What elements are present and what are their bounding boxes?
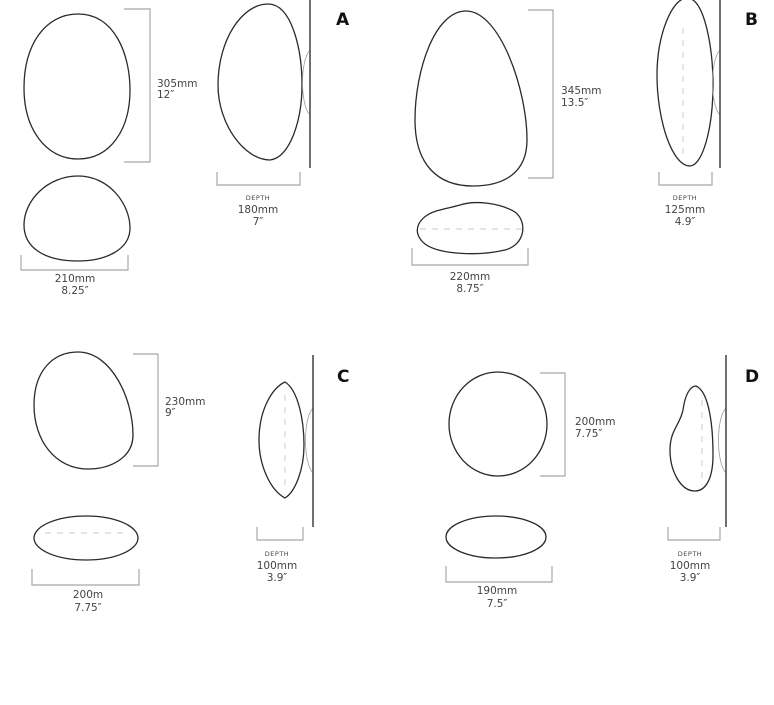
width-mm-d: 190mm	[477, 585, 518, 597]
height-mm-d: 200mm	[575, 416, 616, 428]
mount-outline-a	[302, 49, 311, 116]
variant-c: 230mm 9″ DEPTH 100mm 3.9″ 200m 7.75″ C	[31, 351, 349, 614]
side-view-a	[217, 3, 303, 161]
width-in-d: 7.5″	[487, 598, 508, 610]
variant-d: 200mm 7.75″ DEPTH 100mm 3.9″ 190mm 7.5″ …	[445, 355, 759, 610]
bottom-view-b	[416, 201, 524, 255]
height-bracket-b	[528, 9, 554, 179]
depth-in-d: 3.9″	[680, 572, 701, 584]
depth-in-c: 3.9″	[267, 572, 288, 584]
height-mm-a: 305mm	[157, 78, 198, 90]
width-bracket-c	[31, 569, 140, 586]
width-mm-c: 200m	[73, 589, 103, 601]
side-view-d	[669, 385, 714, 492]
height-mm-c: 230mm	[165, 396, 206, 408]
depth-title-c: DEPTH	[265, 550, 289, 558]
height-bracket-d	[540, 372, 566, 477]
depth-bracket-a	[216, 172, 301, 186]
height-in-b: 13.5″	[561, 97, 588, 109]
height-in-a: 12″	[157, 89, 174, 101]
height-bracket-a	[124, 8, 151, 163]
side-view-b	[656, 0, 714, 167]
variant-a: 305mm 12″ DEPTH 180mm 7″ 210mm 8.25″ A	[20, 0, 350, 297]
width-bracket-d	[445, 566, 553, 583]
width-bracket-a	[20, 255, 129, 271]
variant-label-c: C	[337, 367, 349, 387]
width-mm-b: 220mm	[450, 271, 491, 283]
depth-bracket-d	[667, 527, 721, 541]
width-bracket-b	[411, 248, 529, 266]
front-view-b	[414, 10, 528, 187]
width-in-b: 8.75″	[456, 283, 483, 295]
depth-mm-c: 100mm	[257, 560, 298, 572]
height-bracket-c	[133, 353, 159, 467]
mount-outline-b	[712, 49, 721, 116]
depth-mm-a: 180mm	[238, 204, 279, 216]
front-view-c	[33, 351, 134, 470]
front-view-d	[448, 371, 548, 477]
variant-label-b: B	[745, 10, 758, 30]
variant-label-a: A	[336, 10, 350, 30]
depth-title-a: DEPTH	[246, 194, 270, 202]
bottom-view-a	[23, 175, 131, 262]
depth-bracket-b	[658, 172, 713, 186]
width-in-c: 7.75″	[74, 602, 101, 614]
height-mm-b: 345mm	[561, 85, 602, 97]
variant-label-d: D	[745, 367, 759, 387]
variant-b: 345mm 13.5″ DEPTH 125mm 4.9″ 220mm 8.75″…	[411, 0, 758, 295]
width-mm-a: 210mm	[55, 273, 96, 285]
depth-in-b: 4.9″	[675, 216, 696, 228]
depth-title-d: DEPTH	[678, 550, 702, 558]
depth-in-a: 7″	[253, 216, 264, 228]
side-view-c	[258, 381, 305, 499]
bottom-view-d	[445, 515, 547, 559]
depth-mm-b: 125mm	[665, 204, 706, 216]
depth-title-b: DEPTH	[673, 194, 697, 202]
front-view-a	[23, 13, 131, 160]
depth-mm-d: 100mm	[670, 560, 711, 572]
width-in-a: 8.25″	[61, 285, 88, 297]
height-in-d: 7.75″	[575, 428, 602, 440]
mount-outline-c	[305, 407, 314, 474]
mount-outline-d	[718, 407, 727, 474]
depth-bracket-c	[256, 527, 304, 541]
bottom-view-c	[33, 515, 139, 561]
height-in-c: 9″	[165, 407, 176, 419]
